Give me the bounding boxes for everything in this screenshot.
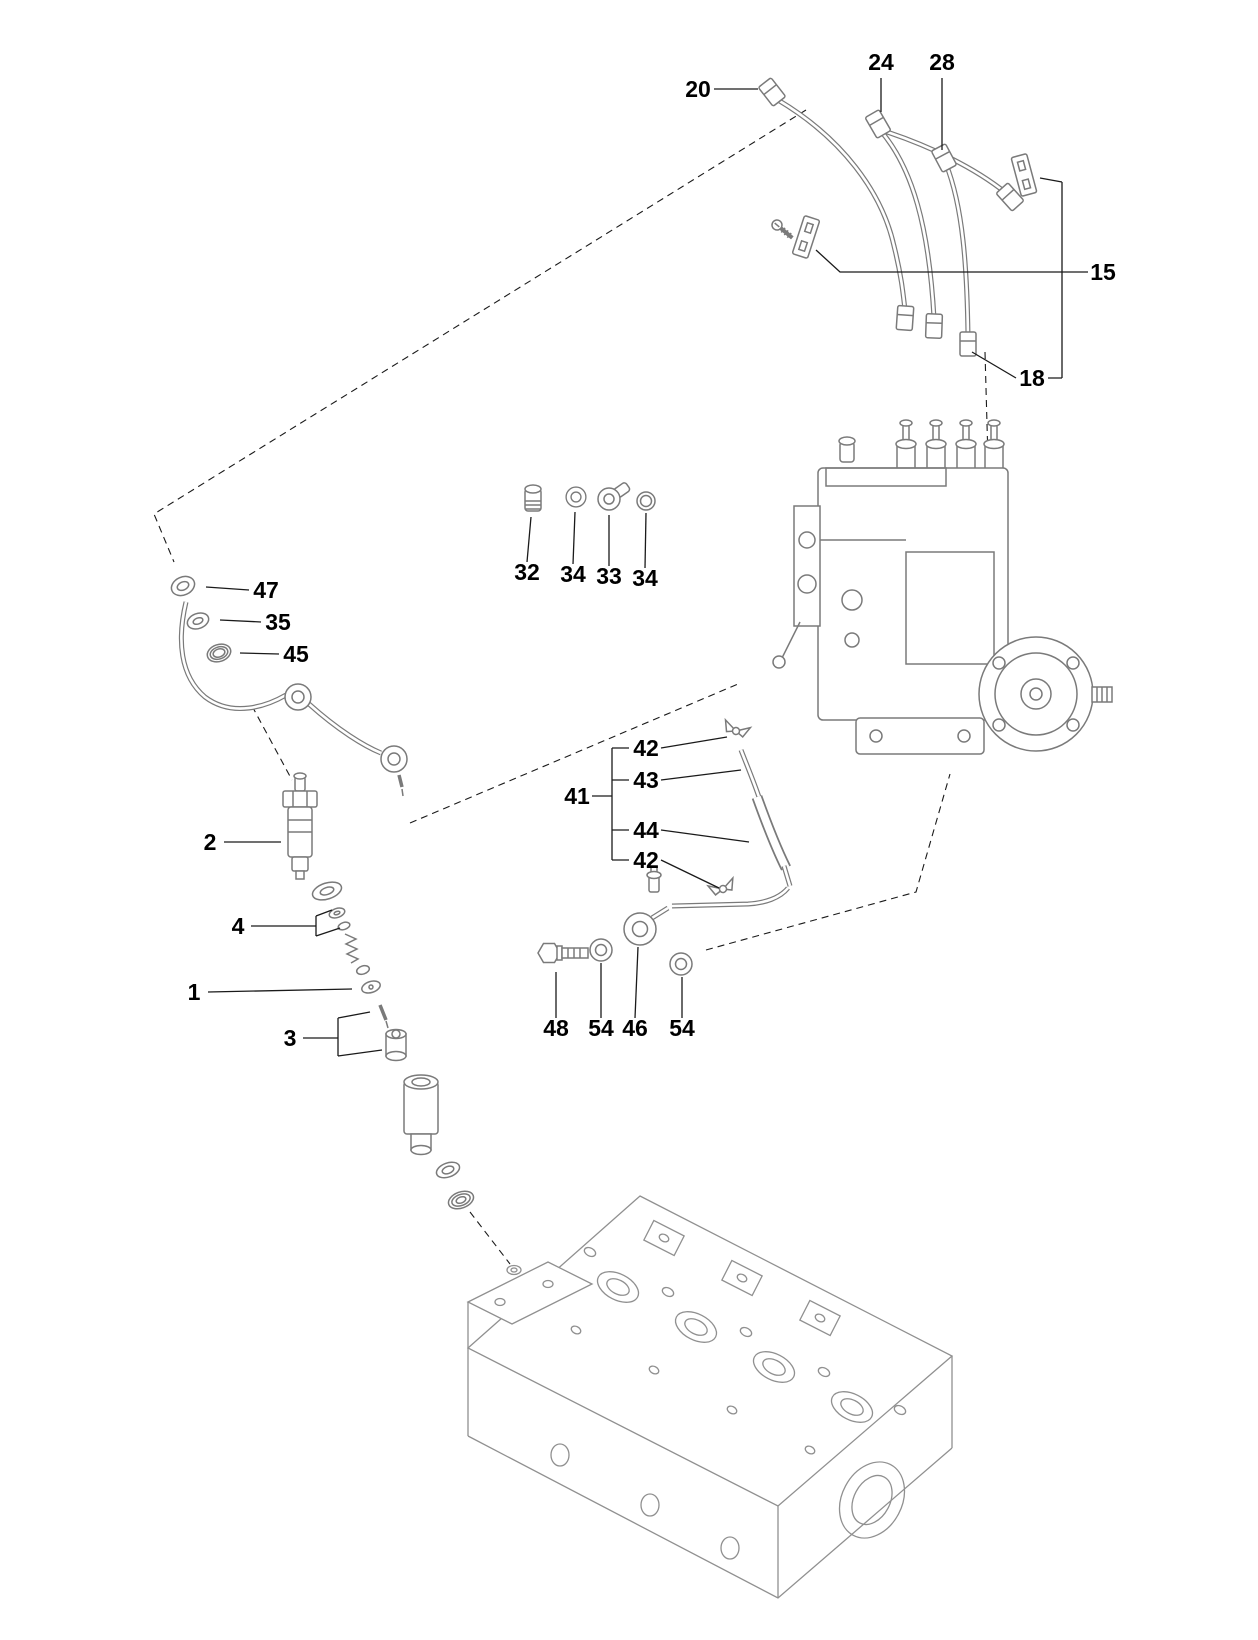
pipe-nut [930, 142, 958, 174]
spacer-disc [361, 980, 381, 994]
callout-4: 4 [232, 913, 245, 939]
callout-2: 2 [204, 829, 217, 855]
cylinder-head [466, 1195, 954, 1599]
callout-42a: 42 [633, 735, 659, 761]
callouts: 20 24 28 15 18 32 34 33 34 47 35 45 41 4… [188, 49, 1116, 1051]
callout-41: 41 [564, 783, 590, 809]
nozzle-pin [378, 1004, 388, 1021]
callout-44: 44 [633, 817, 659, 843]
injector-assembly [282, 772, 475, 1210]
leader-lines [205, 78, 1088, 1057]
callout-34b: 34 [632, 565, 658, 591]
callout-32: 32 [514, 559, 540, 585]
callout-28: 28 [929, 49, 955, 75]
nozzle-spacer [385, 1028, 407, 1062]
callout-3: 3 [284, 1025, 297, 1051]
plug-bolt [524, 484, 542, 512]
clamp-screw [771, 219, 794, 240]
callout-35: 35 [265, 609, 291, 635]
hose-clip [707, 876, 738, 898]
pipe-pin [397, 774, 404, 788]
washer [206, 643, 232, 663]
pipe-nut [924, 312, 944, 340]
pipe-ring-nut [170, 575, 196, 597]
callout-34a: 34 [560, 561, 586, 587]
callout-45: 45 [283, 641, 309, 667]
pump-flange [978, 636, 1113, 752]
washer [435, 1161, 461, 1179]
callout-20: 20 [685, 76, 711, 102]
elbow-bleed-screw [646, 865, 662, 893]
injector-washer [311, 881, 343, 901]
callout-47: 47 [253, 577, 279, 603]
small-washer [337, 921, 351, 931]
injector-spring [344, 933, 360, 964]
spring-seat [355, 964, 371, 976]
o-ring [636, 491, 656, 511]
callout-15: 15 [1090, 259, 1116, 285]
retaining-nut [403, 1074, 439, 1156]
callout-54b: 54 [669, 1015, 695, 1041]
washer [565, 486, 587, 508]
overflow-fitting-parts [524, 482, 656, 512]
callout-42b: 42 [633, 847, 659, 873]
washer [186, 612, 210, 630]
callout-46: 46 [622, 1015, 648, 1041]
banjo-bolt-group [537, 912, 693, 976]
callout-33: 33 [596, 563, 622, 589]
fuel-return-hose-assembly [646, 719, 793, 921]
callout-43: 43 [633, 767, 659, 793]
injection-pump [772, 419, 1113, 755]
washer [447, 1190, 475, 1210]
banjo-union [623, 912, 657, 946]
pipe-clamp [791, 214, 821, 260]
callout-54a: 54 [588, 1015, 614, 1041]
injection-pipes-assembly [757, 76, 1038, 357]
washer [669, 952, 693, 976]
banjo-bolt [537, 942, 589, 964]
banjo-eye [380, 745, 408, 773]
banjo-eye [284, 683, 312, 711]
washer [589, 938, 613, 962]
small-washer [328, 907, 346, 919]
callout-24: 24 [868, 49, 894, 75]
leak-off-pipe-assembly [170, 575, 408, 797]
hose-clip [721, 719, 752, 739]
callout-18: 18 [1019, 365, 1045, 391]
callout-1: 1 [188, 979, 201, 1005]
pipe-nut [895, 304, 915, 332]
delivery-valve-holders [895, 419, 1005, 471]
banjo-elbow [597, 482, 631, 511]
injector-hex [282, 790, 318, 808]
callout-48: 48 [543, 1015, 569, 1041]
